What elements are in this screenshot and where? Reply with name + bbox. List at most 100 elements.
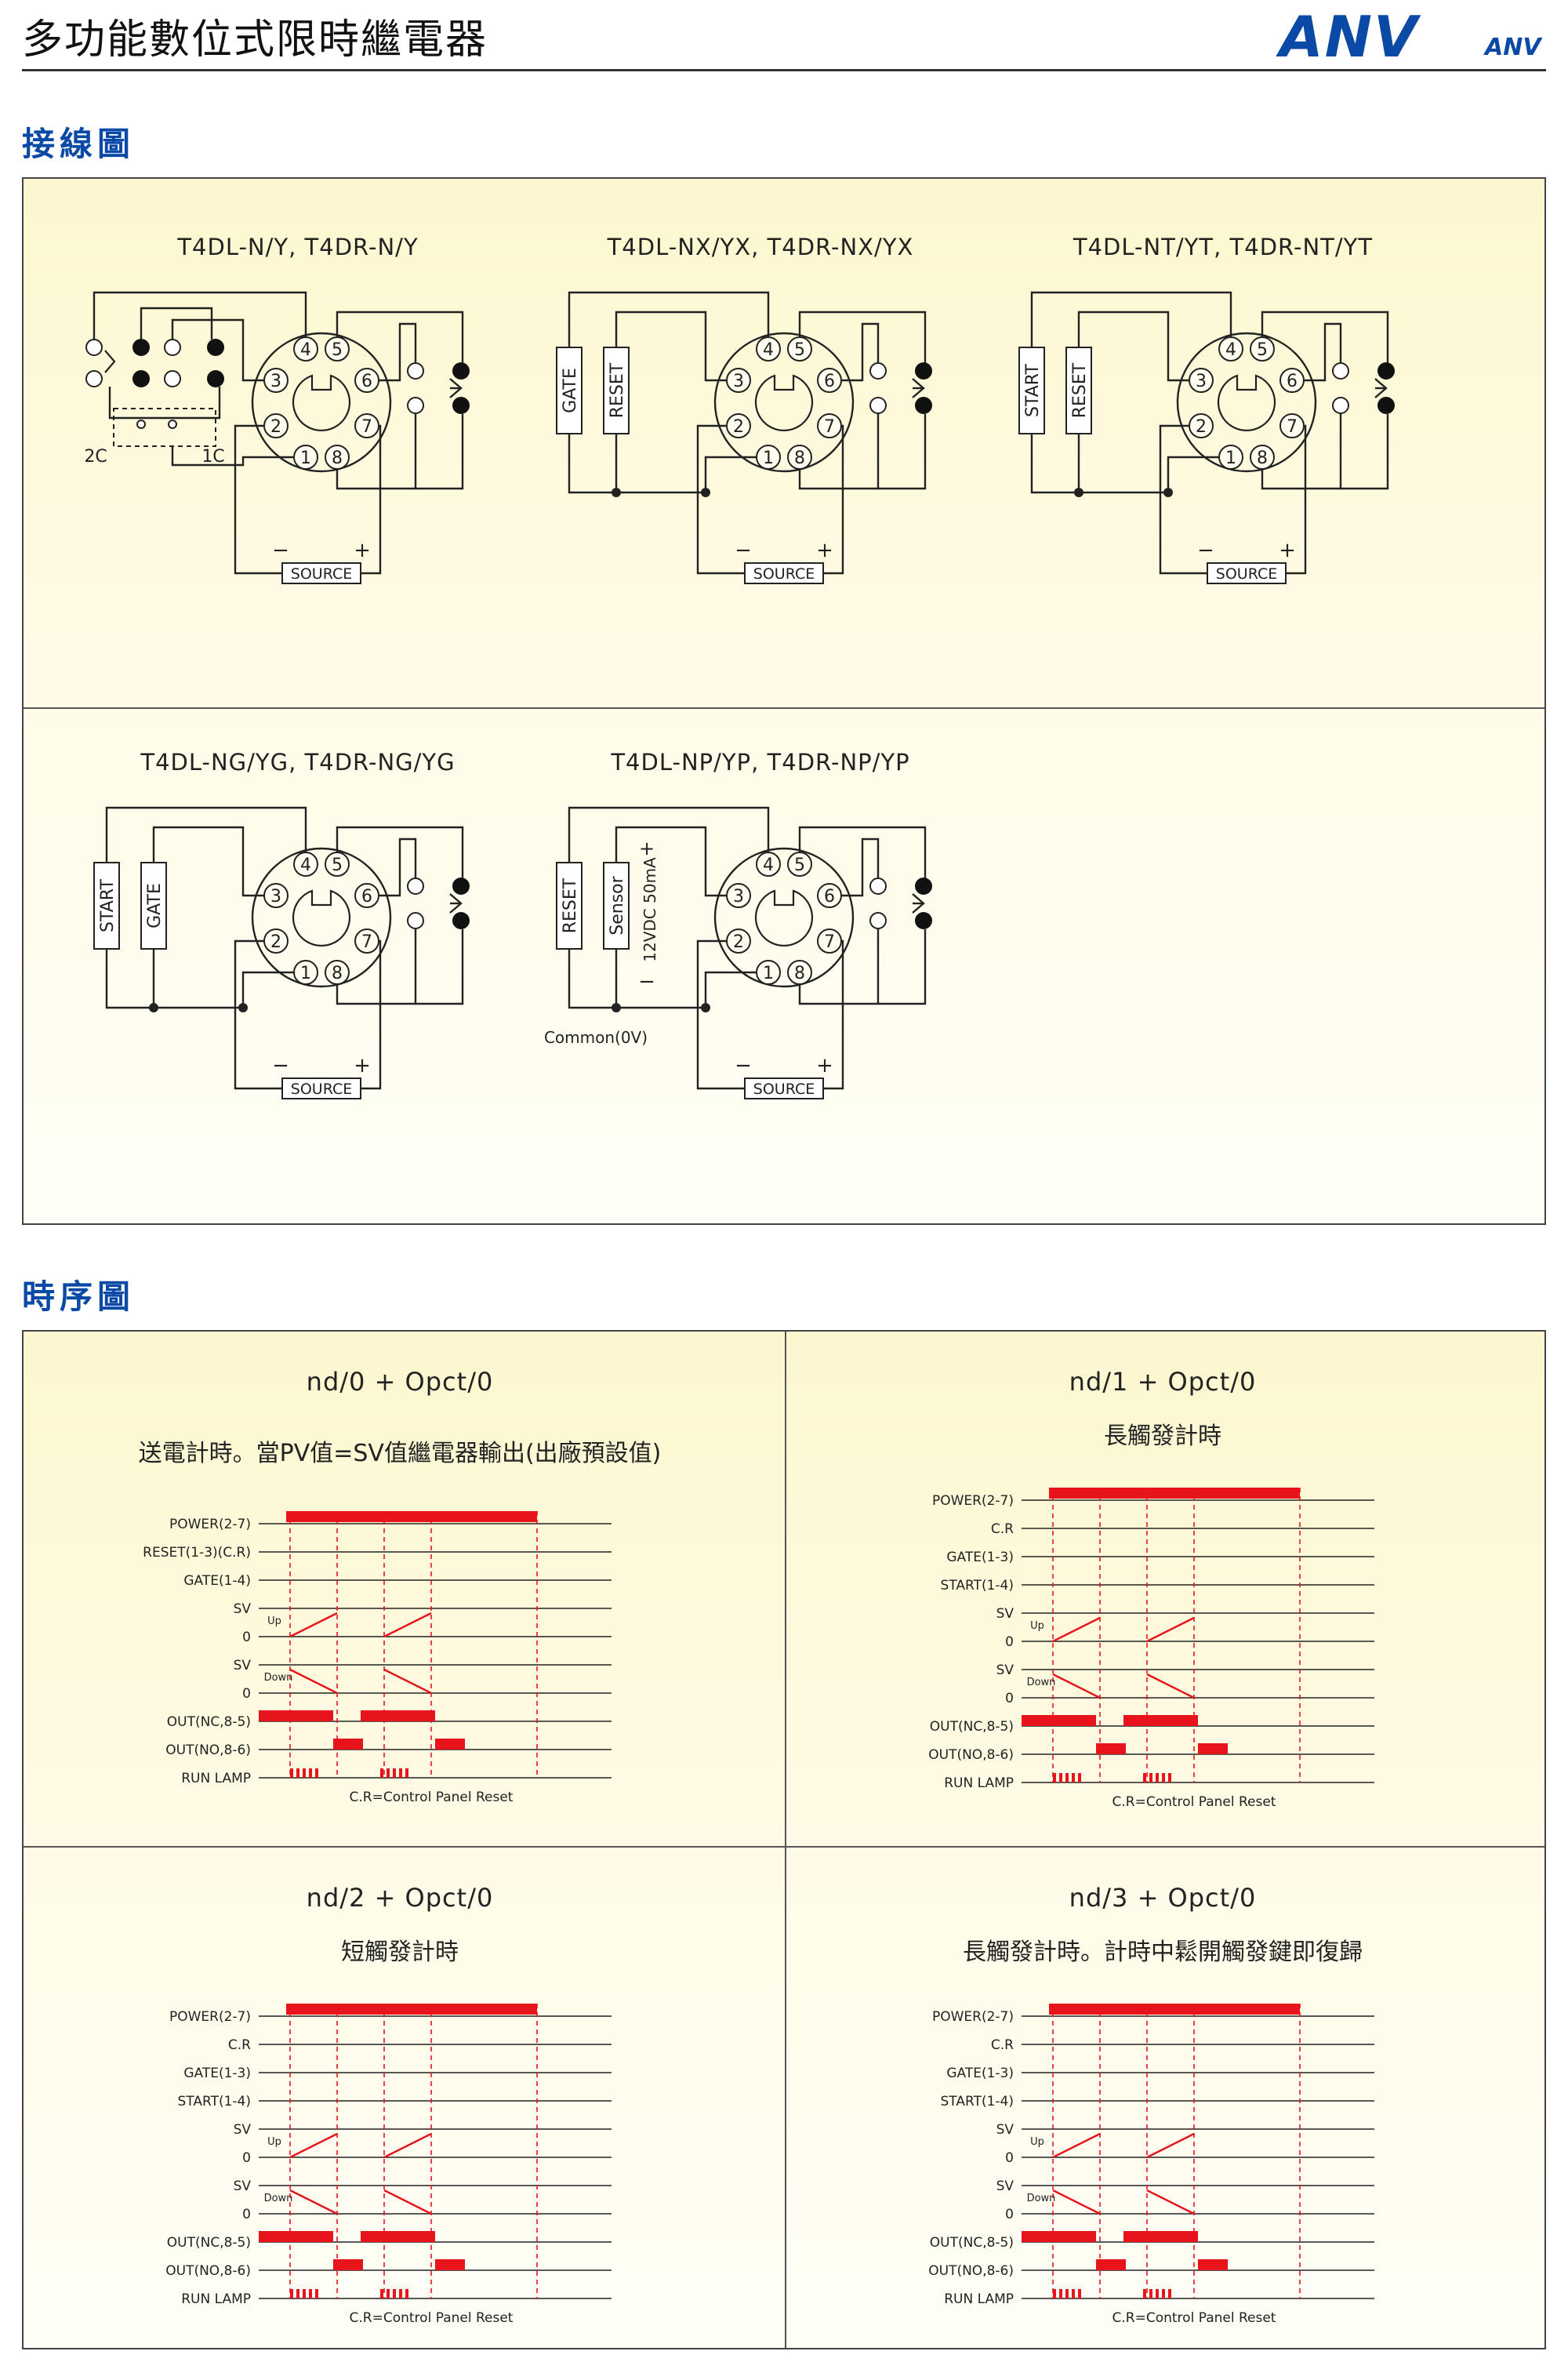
input-a-box bbox=[556, 862, 583, 950]
contact-open bbox=[407, 397, 424, 414]
wire bbox=[336, 469, 416, 490]
out-nc-bar bbox=[259, 2231, 333, 2242]
sv-up-ramp bbox=[383, 1612, 432, 1638]
socket-pin-label-2: 2 bbox=[270, 417, 281, 437]
sv-down-ramp bbox=[383, 1668, 432, 1695]
wire bbox=[171, 318, 264, 382]
wiring-model-title: T4DL-NG/YG, T4DR-NG/YG bbox=[140, 749, 456, 776]
run-lamp-tick bbox=[1156, 2289, 1159, 2298]
out-no-bar bbox=[1096, 2259, 1126, 2270]
signal-label: OUT(NC,8-5) bbox=[167, 1714, 251, 1730]
input-a-box bbox=[556, 347, 583, 434]
run-lamp-tick bbox=[1078, 1773, 1081, 1782]
input-b-label: RESET bbox=[1070, 362, 1090, 418]
contact-open bbox=[407, 912, 424, 929]
socket-pin-label-2: 2 bbox=[1196, 417, 1207, 437]
socket-pin-label-4: 4 bbox=[763, 340, 774, 360]
run-lamp-tick bbox=[1078, 2289, 1081, 2298]
power-bar bbox=[1049, 1488, 1300, 1499]
input-b-box bbox=[603, 347, 630, 434]
contact-open bbox=[869, 878, 887, 895]
timing-title: nd/0 + Opct/0 bbox=[306, 1367, 494, 1397]
socket-pin-label-8: 8 bbox=[332, 964, 343, 983]
run-lamp-tick bbox=[1149, 2289, 1152, 2298]
up-label: Up bbox=[1030, 1620, 1044, 1632]
input-b-label: Sensor bbox=[608, 875, 627, 935]
power-bar bbox=[286, 2004, 537, 2015]
out-no-bar bbox=[1198, 1743, 1228, 1754]
timing-diagram-4: POWER(2-7)C.RGATE(1-3)START(1-4)SV0SV0OU… bbox=[928, 2004, 1374, 2326]
run-lamp-tick bbox=[1072, 1773, 1075, 1782]
socket-pin-label-2: 2 bbox=[270, 932, 281, 952]
wire bbox=[171, 446, 294, 467]
run-lamp-tick bbox=[393, 2289, 396, 2298]
signal-label: C.R bbox=[991, 1521, 1014, 1537]
junction-dot bbox=[612, 488, 621, 497]
socket-pin-label-4: 4 bbox=[1225, 340, 1236, 360]
source-minus: − bbox=[272, 1054, 289, 1077]
timing-diagram-3: POWER(2-7)C.RGATE(1-3)START(1-4)SV0SV0OU… bbox=[165, 2004, 612, 2326]
sv-down-ramp bbox=[1146, 1673, 1195, 1699]
down-label: Down bbox=[1027, 2193, 1056, 2204]
power-bar bbox=[286, 1511, 537, 1522]
run-lamp-tick bbox=[1156, 1773, 1159, 1782]
source-plus: + bbox=[354, 1054, 371, 1077]
timing-note: C.R=Control Panel Reset bbox=[350, 1790, 514, 1805]
wire bbox=[841, 838, 880, 897]
timing-title: nd/3 + Opct/0 bbox=[1069, 1883, 1257, 1913]
sv-up-ramp bbox=[383, 2132, 432, 2159]
source-plus: + bbox=[1279, 539, 1296, 562]
wire bbox=[93, 291, 307, 340]
down-label: Down bbox=[1027, 1677, 1056, 1688]
source-box bbox=[281, 562, 361, 584]
input-a-label: START bbox=[1023, 364, 1043, 417]
wire bbox=[336, 984, 416, 1005]
source-plus: + bbox=[816, 539, 833, 562]
wire bbox=[798, 311, 927, 363]
sv-down-ramp bbox=[289, 1668, 338, 1695]
socket-pin-label-5: 5 bbox=[794, 340, 805, 360]
signal-label: SV bbox=[234, 1601, 252, 1617]
contact-open bbox=[407, 362, 424, 380]
signal-label: RUN LAMP bbox=[181, 2291, 251, 2307]
run-lamp-tick bbox=[1162, 1773, 1165, 1782]
signal-label: START(1-4) bbox=[941, 2094, 1014, 2109]
contact-open bbox=[164, 370, 181, 387]
source-box bbox=[281, 1077, 361, 1099]
run-lamp-tick bbox=[387, 2289, 390, 2298]
out-no-bar bbox=[435, 2259, 465, 2270]
run-lamp-tick bbox=[1065, 1773, 1069, 1782]
contact-closed bbox=[132, 370, 150, 387]
socket-pin-label-8: 8 bbox=[794, 964, 805, 983]
wire bbox=[336, 826, 464, 878]
socket-key bbox=[292, 374, 351, 431]
input-b-label: RESET bbox=[608, 362, 627, 418]
timing-note: C.R=Control Panel Reset bbox=[1112, 1794, 1276, 1810]
sv-up-ramp bbox=[1146, 1616, 1195, 1643]
sv-up-ramp bbox=[1052, 1616, 1101, 1643]
sv-up-ramp bbox=[289, 2132, 338, 2159]
contact-closed bbox=[915, 362, 932, 380]
wiring-model-title: T4DL-NT/YT, T4DR-NT/YT bbox=[1073, 234, 1374, 260]
run-lamp-tick bbox=[1072, 2289, 1075, 2298]
wire bbox=[152, 826, 264, 897]
run-lamp-tick bbox=[315, 1768, 318, 1778]
sensor-common: Common(0V) bbox=[544, 1028, 648, 1047]
signal-label: 0 bbox=[1005, 1634, 1014, 1650]
contact-open bbox=[1332, 397, 1349, 414]
up-label: Up bbox=[1030, 2136, 1044, 2148]
signal-label: SV bbox=[234, 2178, 252, 2194]
socket-pin-label-7: 7 bbox=[361, 932, 372, 952]
socket-pin-label-6: 6 bbox=[824, 887, 835, 907]
wire bbox=[877, 413, 927, 490]
run-lamp-tick bbox=[405, 1768, 408, 1778]
socket-pin-label-7: 7 bbox=[1287, 417, 1298, 437]
junction-dot bbox=[238, 1003, 248, 1012]
wiring-heading: 接線圖 bbox=[22, 125, 136, 163]
source-label: SOURCE bbox=[1216, 565, 1277, 583]
signal-label: 0 bbox=[1005, 1691, 1014, 1706]
socket-pin-label-1: 1 bbox=[300, 449, 311, 468]
out-no-bar bbox=[1198, 2259, 1228, 2270]
signal-label: OUT(NC,8-5) bbox=[930, 1719, 1014, 1735]
